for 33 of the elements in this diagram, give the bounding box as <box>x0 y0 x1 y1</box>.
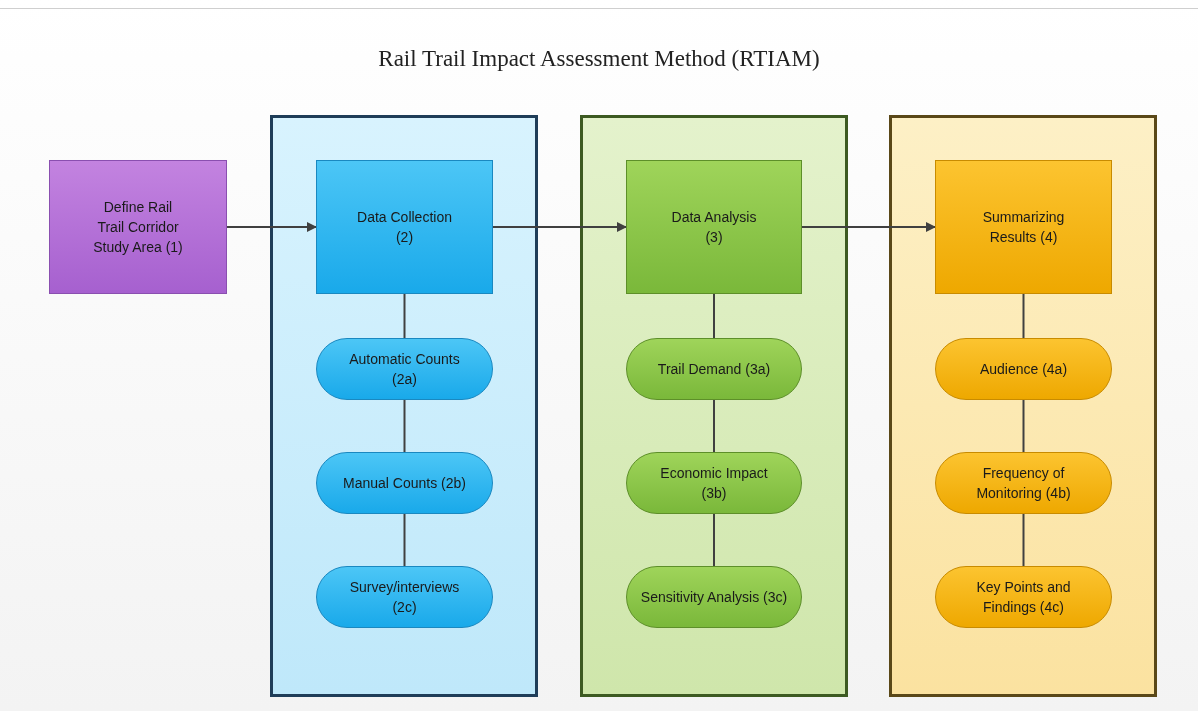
step-label: Key Points and Findings (4c) <box>975 578 1072 617</box>
step-label: Economic Impact (3b) <box>659 464 769 503</box>
step-label: Trail Demand (3a) <box>656 360 772 379</box>
process-box <box>935 160 1112 294</box>
stage-panel <box>270 115 538 697</box>
process-box <box>316 160 493 294</box>
step-label: Define Rail Trail Corridor Study Area (1) <box>92 198 184 257</box>
stage-panel <box>889 115 1157 697</box>
connector-line <box>1022 293 1025 339</box>
connector-line <box>403 293 406 339</box>
connector-line <box>713 293 715 339</box>
step-label: Sensitivity Analysis (3c) <box>639 588 789 607</box>
process-box <box>49 160 227 294</box>
connector-line <box>713 513 715 567</box>
process-box <box>626 160 802 294</box>
connector-line <box>713 399 715 453</box>
connector-line <box>403 399 406 453</box>
arrow <box>226 222 317 232</box>
stage-panel <box>580 115 848 697</box>
connector-line <box>1022 513 1025 567</box>
step-label: Survey/interviews (2c) <box>348 578 461 617</box>
step-label: Manual Counts (2b) <box>342 474 467 493</box>
arrow <box>492 222 627 232</box>
step-label: Audience (4a) <box>978 360 1069 379</box>
step-label: Summarizing Results (4) <box>981 208 1066 247</box>
connector-line <box>403 513 406 567</box>
step-label: Automatic Counts (2a) <box>348 350 461 389</box>
step-label: Data Collection (2) <box>356 208 453 247</box>
step-label: Frequency of Monitoring (4b) <box>975 464 1072 503</box>
diagram-title: Rail Trail Impact Assessment Method (RTIAM) <box>377 46 821 72</box>
connector-line <box>1022 399 1025 453</box>
step-label: Data Analysis (3) <box>670 208 758 247</box>
arrow <box>801 222 936 232</box>
